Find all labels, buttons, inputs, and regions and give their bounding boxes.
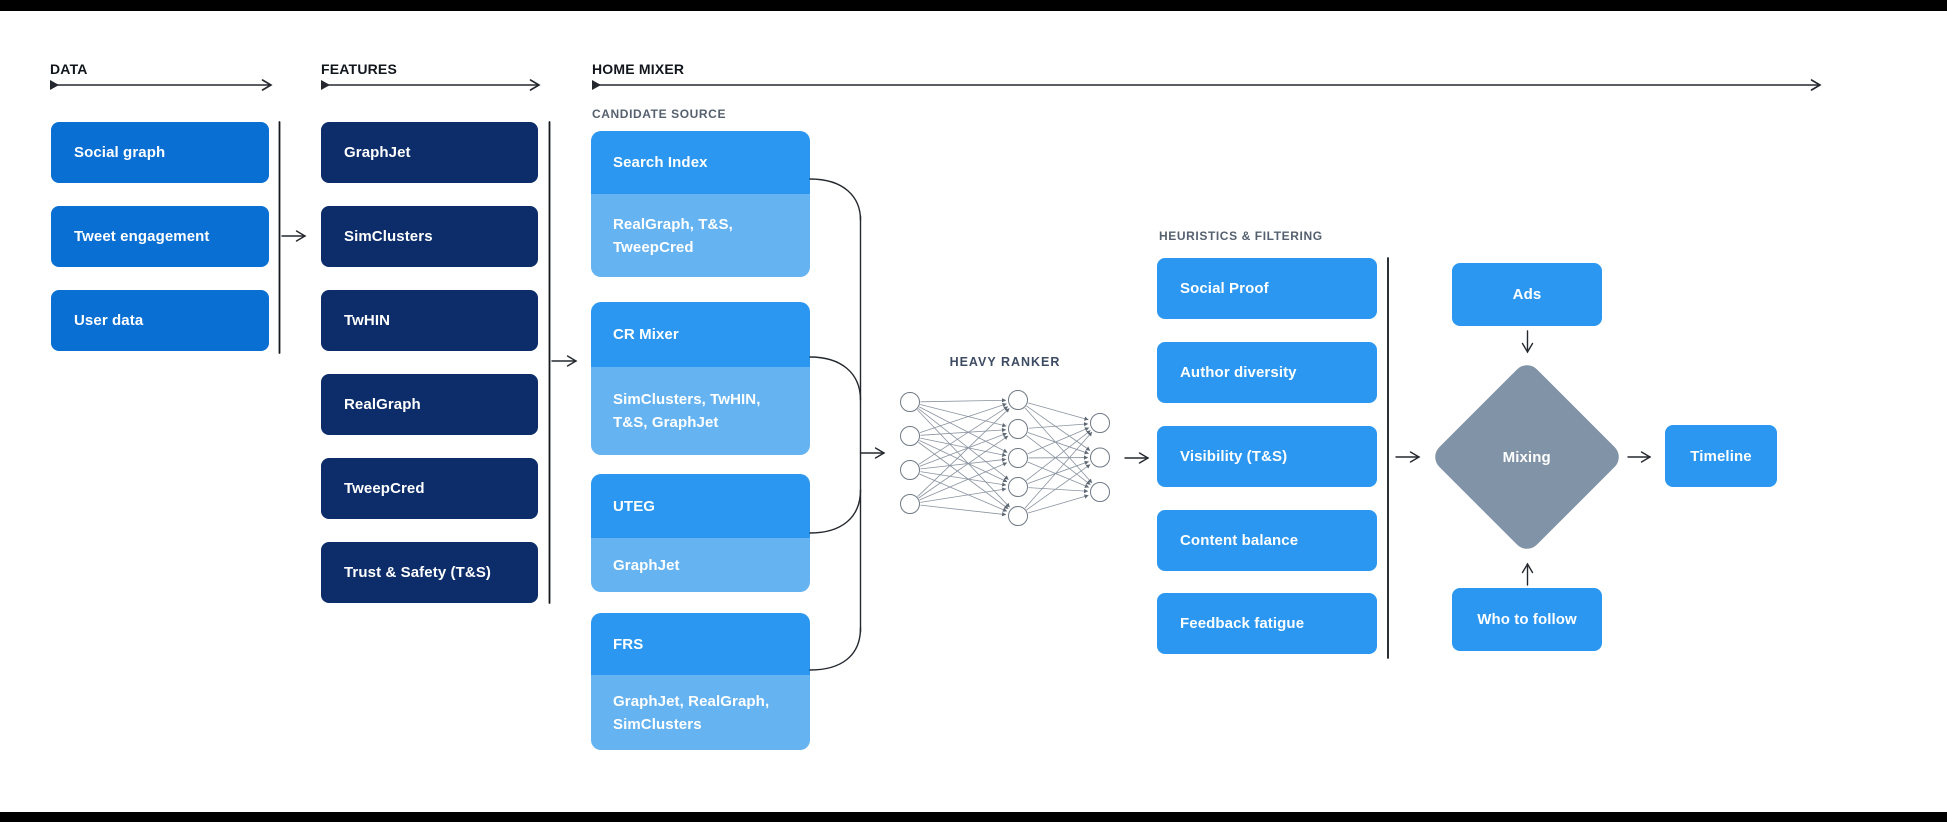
candidate-card-sources: GraphJet, RealGraph, SimClusters	[591, 675, 810, 750]
features-box-label: Trust & Safety (T&S)	[344, 564, 492, 581]
data-box-label: User data	[74, 312, 144, 329]
candidate-source-label: CANDIDATE SOURCE	[592, 107, 727, 121]
candidate-card-sources: RealGraph, T&S, TweepCred	[591, 194, 810, 277]
mixing-label: Mixing	[1502, 448, 1552, 466]
data-box: Tweet engagement	[51, 206, 269, 267]
heuristics-box: Social Proof	[1157, 258, 1377, 319]
section-header-features: FEATURES	[321, 61, 398, 77]
timeline-box: Timeline	[1665, 425, 1777, 487]
heuristics-box-label: Social Proof	[1180, 280, 1269, 297]
heuristics-box: Visibility (T&S)	[1157, 426, 1377, 487]
bottom-black-bar	[0, 812, 1947, 822]
heuristics-box-label: Content balance	[1180, 532, 1299, 549]
candidate-card-title: UTEG	[591, 474, 810, 538]
features-box: SimClusters	[321, 206, 538, 267]
features-box-label: TwHIN	[344, 312, 391, 329]
heavy-ranker-label: HEAVY RANKER	[949, 355, 1061, 369]
section-header-data: DATA	[50, 61, 88, 77]
heuristics-box: Feedback fatigue	[1157, 593, 1377, 654]
heuristics-box-label: Visibility (T&S)	[1180, 448, 1288, 465]
candidate-card-title: CR Mixer	[591, 302, 810, 367]
data-box-label: Tweet engagement	[74, 228, 210, 245]
features-box-label: SimClusters	[344, 228, 433, 245]
heuristics-box-label: Feedback fatigue	[1180, 615, 1305, 632]
ads-box: Ads	[1452, 263, 1602, 326]
who-to-follow-box: Who to follow	[1452, 588, 1602, 651]
features-box: GraphJet	[321, 122, 538, 183]
top-black-bar	[0, 0, 1947, 11]
features-box-label: RealGraph	[344, 396, 421, 413]
data-box: Social graph	[51, 122, 269, 183]
candidate-card-title: FRS	[591, 613, 810, 675]
data-box-label: Social graph	[74, 144, 166, 161]
features-box-label: TweepCred	[344, 480, 425, 497]
candidate-card-sources: GraphJet	[591, 538, 810, 592]
heuristics-box-label: Author diversity	[1180, 364, 1297, 381]
features-box: RealGraph	[321, 374, 538, 435]
section-header-home-mixer: HOME MIXER	[592, 61, 685, 77]
who-to-follow-label: Who to follow	[1477, 611, 1577, 628]
ads-label: Ads	[1512, 286, 1542, 303]
features-box: TweepCred	[321, 458, 538, 519]
mixing-diamond: Mixing	[1429, 359, 1625, 555]
data-box: User data	[51, 290, 269, 351]
candidate-card-title: Search Index	[591, 131, 810, 194]
candidate-card-sources: SimClusters, TwHIN, T&S, GraphJet	[591, 367, 810, 455]
features-box: Trust & Safety (T&S)	[321, 542, 538, 603]
heuristics-box: Content balance	[1157, 510, 1377, 571]
features-box: TwHIN	[321, 290, 538, 351]
heuristics-box: Author diversity	[1157, 342, 1377, 403]
features-box-label: GraphJet	[344, 144, 411, 161]
heuristics-filtering-label: HEURISTICS & FILTERING	[1159, 229, 1323, 243]
timeline-label: Timeline	[1690, 447, 1752, 465]
